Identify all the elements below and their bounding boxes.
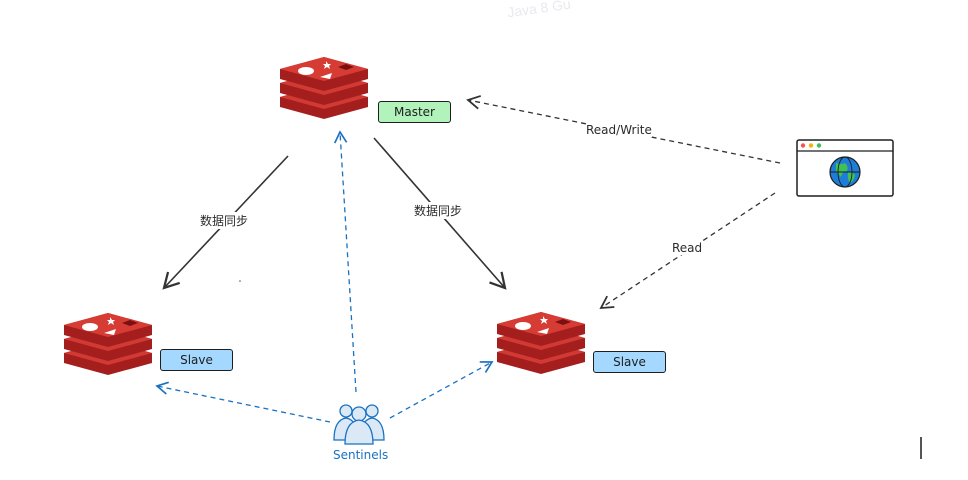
text-cursor: [920, 437, 922, 459]
sentinels-label: Sentinels: [333, 448, 389, 462]
read-write-arrow: [466, 95, 781, 164]
redis-master-icon: [280, 57, 368, 119]
redis-slave-right-icon: [497, 312, 585, 374]
sync-right-label: 数据同步: [414, 202, 463, 219]
read-label: Read: [672, 241, 703, 255]
sentinel-to-slave-left-arrow: [155, 381, 331, 423]
redis-slave-left-icon: [64, 313, 152, 375]
sentinel-to-master-arrow: [333, 130, 357, 393]
master-label: Master: [378, 101, 451, 123]
read-write-label: Read/Write: [586, 123, 652, 137]
sync-left-label: 数据同步: [200, 212, 249, 229]
browser-globe-icon: [796, 139, 894, 197]
sentinel-to-slave-right-arrow: [389, 361, 494, 419]
slave-right-label: Slave: [593, 351, 666, 373]
read-arrow: [599, 192, 776, 310]
sentinels-people-icon: [333, 404, 385, 445]
slave-left-label: Slave: [160, 349, 233, 371]
